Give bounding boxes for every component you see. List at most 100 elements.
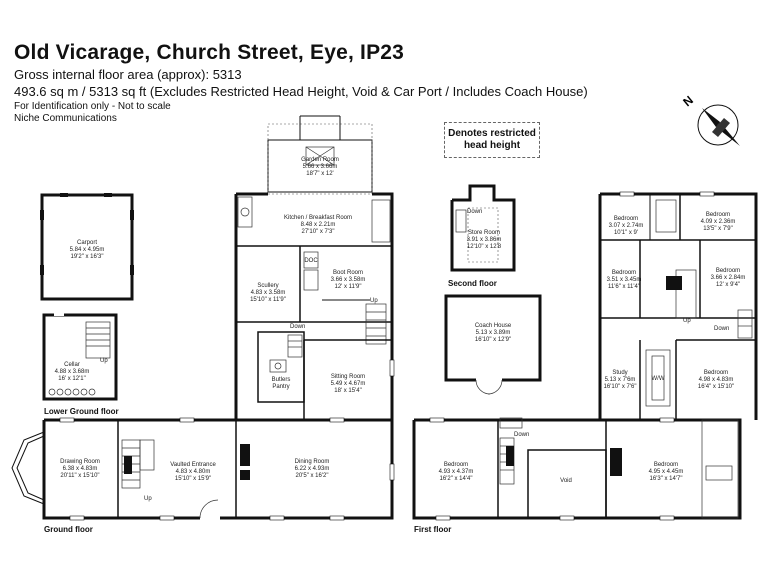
room-kitchen: Kitchen / Breakfast Room 8.48 x 2.21m 27…: [284, 215, 352, 235]
room-imperial: 16'2" x 14'4": [440, 476, 473, 482]
room-name-2: Pantry: [272, 384, 289, 390]
room-name: Coach House: [475, 323, 512, 329]
void-label: Void: [560, 478, 572, 484]
vaulted-up-label: Up: [144, 496, 152, 502]
page-title: Old Vicarage, Church Street, Eye, IP23: [14, 41, 405, 64]
room-metric: 4.95 x 4.45m: [649, 469, 684, 475]
area-line: Gross internal floor area (approx): 5313: [14, 67, 242, 82]
agent-name: Niche Communications: [14, 113, 117, 124]
restricted-height-legend: Denotes restricted head height: [444, 122, 540, 158]
room-name: Dining Room: [295, 459, 330, 465]
floor-label-ground: Ground floor: [44, 525, 93, 534]
room-imperial: 20'5" x 16'2": [296, 473, 329, 479]
room-drawing-room: Drawing Room 6.38 x 4.83m 20'11" x 15'10…: [60, 459, 100, 479]
room-butlers-pantry: Butlers Pantry: [272, 377, 291, 390]
room-name: Vaulted Entrance: [170, 462, 216, 468]
room-bedroom-d: Bedroom 3.66 x 2.84m 12' x 9'4": [711, 268, 746, 288]
room-name: Store Room: [468, 230, 500, 236]
room-name: Scullery: [257, 283, 278, 289]
room-metric: 5.66 x 3.66m: [303, 164, 338, 170]
room-imperial: 18'7" x 12': [306, 171, 333, 177]
room-cellar: Cellar 4.88 x 3.68m 16' x 12'1": [55, 362, 90, 382]
room-imperial: 16'4" x 15'10": [698, 384, 734, 390]
room-imperial: 20'11" x 15'10": [60, 473, 99, 479]
room-imperial: 12' x 11'9": [335, 284, 362, 290]
room-imperial: 27'10" x 7'3": [302, 229, 335, 235]
landing-down-label: Down: [714, 326, 729, 332]
room-name: Drawing Room: [60, 459, 100, 465]
room-imperial: 18' x 15'4": [334, 388, 361, 394]
room-imperial: 13'5" x 7'9": [703, 226, 733, 232]
room-garden-room: Garden Room 5.66 x 3.66m 18'7" x 12': [301, 157, 339, 177]
room-name: Bedroom: [706, 212, 730, 218]
room-metric: 5.13 x 3.89m: [476, 330, 511, 336]
first-floor-walls: [412, 191, 758, 521]
room-bedroom-g: Bedroom 4.95 x 4.45m 16'3" x 14'7": [649, 462, 684, 482]
room-vaulted-entrance: Vaulted Entrance 4.83 x 4.80m 15'10" x 1…: [170, 462, 216, 482]
room-metric: 6.22 x 4.93m: [295, 466, 330, 472]
room-metric: 5.84 x 4.95m: [70, 247, 105, 253]
carport-outline: [40, 193, 134, 301]
room-metric: 3.66 x 3.58m: [331, 277, 366, 283]
second-floor-walls: [450, 184, 516, 272]
room-carport: Carport 5.84 x 4.95m 19'2" x 16'3": [70, 240, 105, 260]
room-study: Study 5.13 x 7'6m 16'10" x 7'6": [604, 370, 637, 390]
room-metric: 6.38 x 4.83m: [63, 466, 98, 472]
room-imperial: 12' x 9'4": [716, 282, 740, 288]
floor-label-lower-ground: Lower Ground floor: [44, 407, 119, 416]
room-name: Carport: [77, 240, 97, 246]
room-name: Sitting Room: [331, 374, 365, 380]
cellar-outline: [42, 312, 118, 401]
room-metric: 3.07 x 2.74m: [609, 223, 644, 229]
room-metric: 4.98 x 4.83m: [699, 377, 734, 383]
room-name: Study: [612, 370, 627, 376]
compass-icon: N: [680, 93, 740, 146]
walk-in-wardrobe-label: W/W: [652, 376, 665, 382]
room-imperial: 11'6" x 11'4": [608, 284, 640, 290]
room-imperial: 16'3" x 14'7": [650, 476, 683, 482]
room-metric: 4.88 x 3.68m: [55, 369, 90, 375]
legend-line-1: Denotes restricted: [448, 128, 536, 139]
legend-line-2: head height: [463, 140, 521, 151]
room-bedroom-c: Bedroom 3.51 x 3.45m 11'6" x 11'4": [607, 270, 642, 290]
up-label: Up: [370, 298, 378, 304]
cellar-up-label: Up: [100, 358, 108, 364]
down-label: Down: [290, 324, 305, 330]
floor-label-second: Second floor: [448, 279, 497, 288]
room-metric: 3.91 x 3.86m: [467, 237, 502, 243]
coach-house-walls: [444, 294, 542, 395]
room-imperial: 16' x 12'1": [58, 376, 85, 382]
room-boot-room: Boot Room 3.66 x 3.58m 12' x 11'9": [331, 270, 366, 290]
room-name: Boot Room: [333, 270, 363, 276]
room-name: Butlers: [272, 377, 291, 383]
room-metric: 4.93 x 4.37m: [439, 469, 474, 475]
room-imperial: 15'10" x 15'9": [175, 476, 211, 482]
room-imperial: 19'2" x 16'3": [71, 254, 104, 260]
room-name: Garden Room: [301, 157, 339, 163]
room-sitting-room: Sitting Room 5.49 x 4.67m 18' x 15'4": [331, 374, 366, 394]
room-name: Bedroom: [612, 270, 636, 276]
room-metric: 4.83 x 4.80m: [176, 469, 211, 475]
room-name: Bedroom: [444, 462, 468, 468]
room-metric: 5.49 x 4.67m: [331, 381, 366, 387]
floor-label-first: First floor: [414, 525, 451, 534]
room-imperial: 12'10" x 12'8: [467, 244, 502, 250]
room-imperial: 10'1" x 9': [614, 230, 638, 236]
room-bedroom-e: Bedroom 4.98 x 4.83m 16'4" x 15'10": [698, 370, 734, 390]
first-floor-down-label: Down: [514, 432, 529, 438]
room-metric: 3.66 x 2.84m: [711, 275, 746, 281]
room-name: Bedroom: [704, 370, 728, 376]
room-name: Bedroom: [614, 216, 638, 222]
room-metric: 8.48 x 2.21m: [301, 222, 336, 228]
room-coach-house: Coach House 5.13 x 3.89m 16'10" x 12'9": [475, 323, 512, 343]
room-metric: 4.83 x 3.58m: [251, 290, 286, 296]
room-imperial: 16'10" x 12'9": [475, 337, 511, 343]
ground-floor-walls: [11, 115, 395, 521]
room-imperial: 16'10" x 7'6": [604, 384, 637, 390]
disclaimer: For Identification only - Not to scale: [14, 101, 171, 112]
room-bedroom-b: Bedroom 4.09 x 2.36m 13'5" x 7'9": [701, 212, 736, 232]
room-metric: 5.13 x 7'6m: [605, 377, 636, 383]
room-store-room: Store Room 3.91 x 3.86m 12'10" x 12'8: [467, 230, 502, 250]
room-dining-room: Dining Room 6.22 x 4.93m 20'5" x 16'2": [295, 459, 330, 479]
